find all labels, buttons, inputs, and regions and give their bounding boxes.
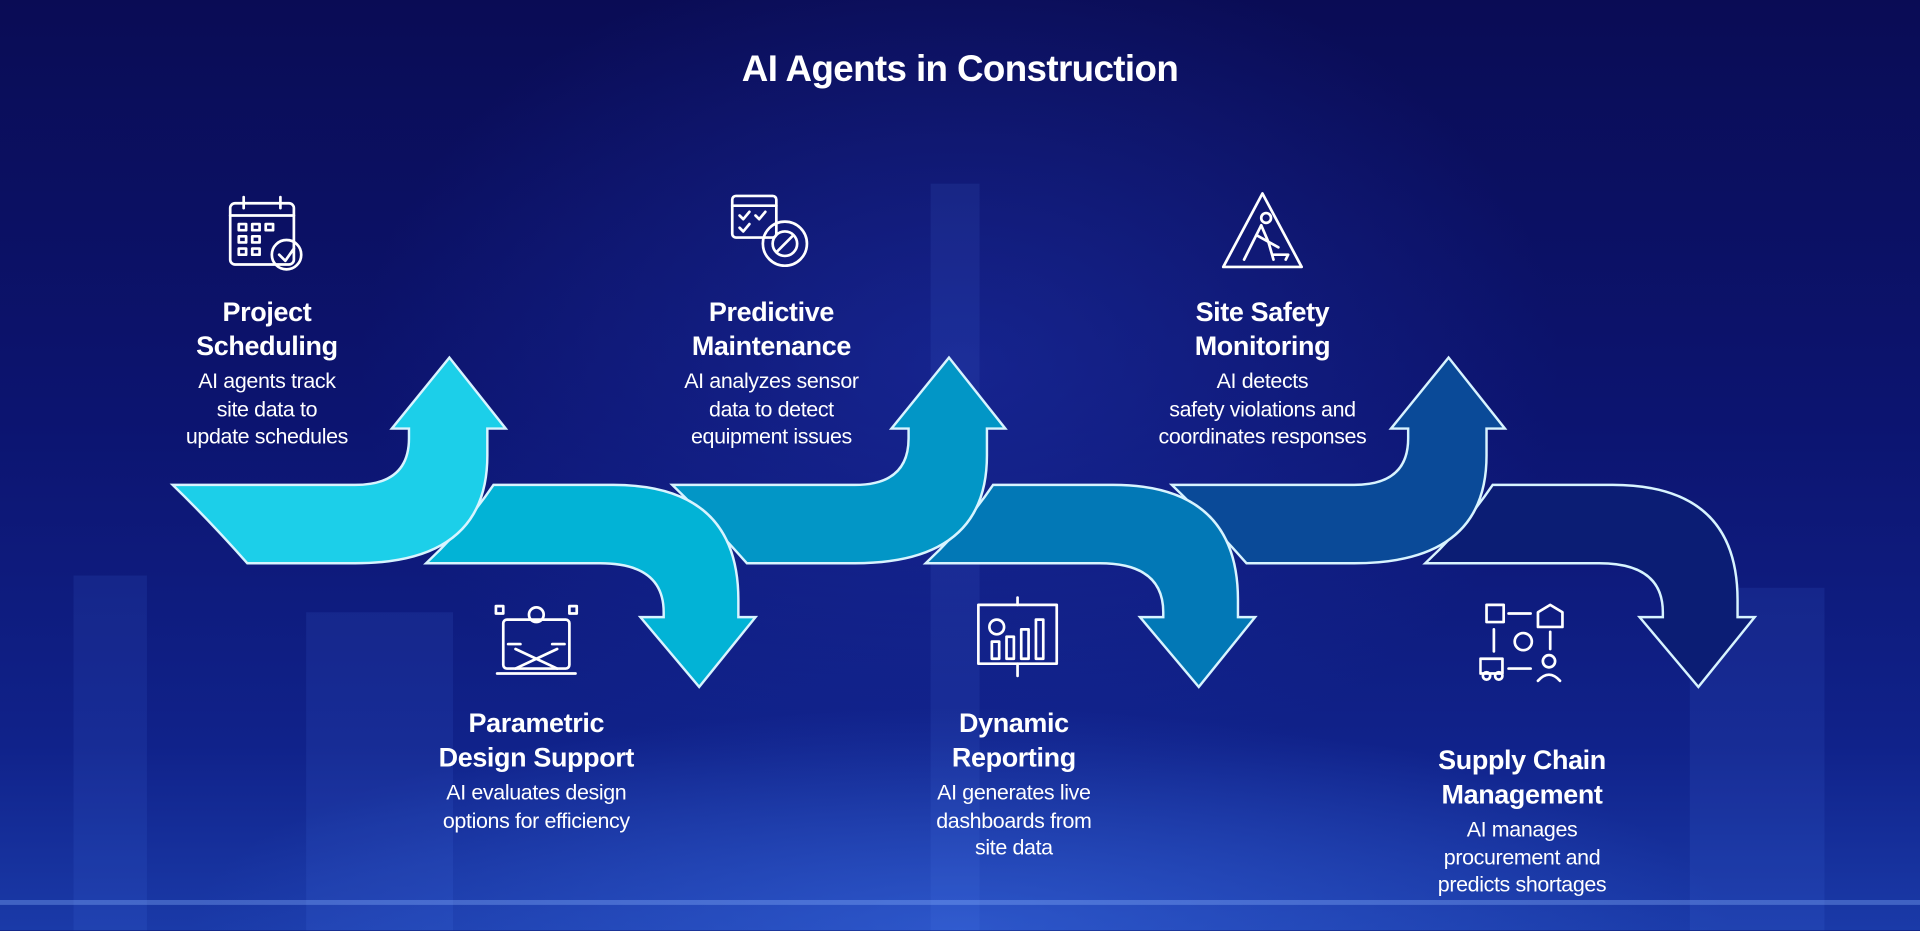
desc-line: AI generates live [937,780,1091,805]
desc-line: AI evaluates design [446,780,627,805]
up-arrow-step-1 [169,355,509,565]
desc-line: AI analyzes sensor [684,368,859,394]
desc-line: update schedules [185,423,348,449]
desc-line: site data [975,835,1053,860]
desc-line: predicts shortages [1437,871,1607,897]
down-arrow-step-2 [423,483,759,689]
desc-line: AI agents track [198,368,336,394]
desc-line: procurement and [1443,844,1601,869]
title-line: Site Safety [1195,296,1330,327]
title-line: Reporting [951,742,1076,773]
desc-line: options for efficiency [442,807,630,833]
design-laptop-icon [493,600,579,686]
desc-line: AI manages [1466,816,1578,842]
title-line: Supply Chain [1438,744,1606,776]
title-line: Parametric [468,707,605,739]
title-line: Scheduling [196,330,338,362]
desc-line: dashboards from [936,807,1092,833]
calendar-gear-wrench-icon [729,189,815,275]
background-light-line [0,900,1920,905]
desc-line: data to detect [709,396,834,421]
desc-line: safety violations and [1169,396,1356,421]
down-arrow-step-6 [1422,483,1758,689]
title-line: Monitoring [1194,330,1331,362]
title-line: Design Support [438,742,635,773]
calendar-check-icon [224,191,310,277]
desc-line: site data to [216,396,318,421]
desc-line: coordinates responses [1158,423,1367,449]
background-building-glow [306,612,454,931]
construction-warning-icon [1220,189,1306,275]
presentation-chart-icon [975,595,1061,681]
title-line: Maintenance [691,330,852,362]
title-line: Project [222,296,312,327]
desc-line: equipment issues [690,423,852,449]
supply-chain-icon [1479,600,1565,686]
background-building-glow [73,575,147,931]
title-line: Dynamic [959,707,1069,739]
page-title: AI Agents in Construction [741,48,1179,90]
title-line: Predictive [708,296,834,327]
desc-line: AI detects [1216,368,1309,394]
title-line: Management [1441,778,1603,810]
